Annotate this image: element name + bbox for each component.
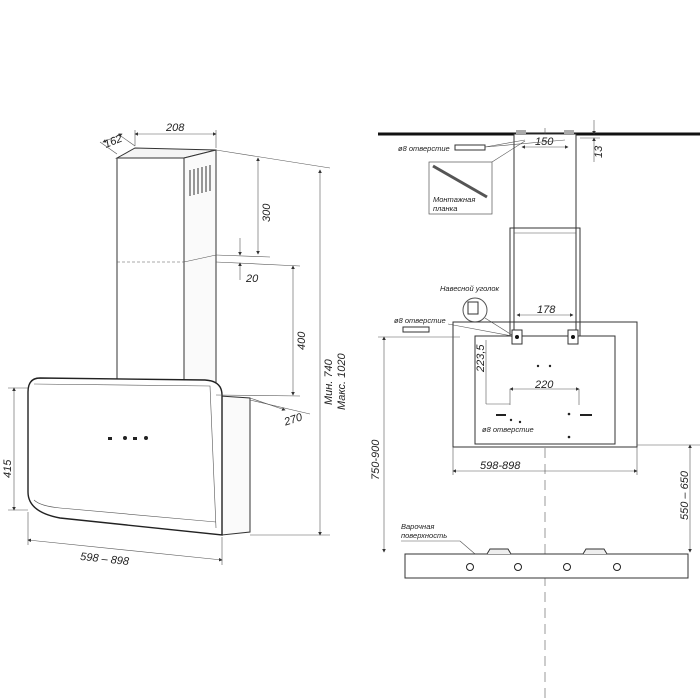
cooktop-knobs [466, 563, 621, 571]
dim-270: 270 [282, 411, 305, 429]
dim-550-650: 550 – 650 [679, 470, 691, 520]
vent-slots [189, 165, 211, 196]
dim-220: 220 [534, 379, 554, 391]
dim-min-740: Мин. 740 [323, 358, 335, 405]
label-hole-mid: ø8 отверстие [394, 316, 446, 325]
dim-400: 400 [296, 331, 308, 350]
dim-223-5: 223,5 [475, 344, 487, 373]
dim-300: 300 [261, 203, 273, 222]
left-hood-perspective: 162 208 300 20 400 270 Мин. 740 Макс. 10… [2, 122, 348, 568]
chimney-upper [513, 133, 577, 345]
control-panel [108, 436, 148, 440]
label-cooktop-2: поверхность [401, 531, 447, 540]
dim-415: 415 [2, 459, 14, 478]
label-hanging-bracket: Навесной уголок [440, 284, 499, 293]
chimney-side [183, 149, 217, 401]
chimney-front [116, 157, 185, 399]
cooktop [404, 553, 689, 579]
dim-208: 208 [165, 122, 185, 134]
mount-holes [496, 364, 592, 439]
hood-glass-outline [452, 321, 638, 448]
dim-20: 20 [245, 273, 259, 285]
dim-162: 162 [103, 133, 125, 151]
hood-glass-panel [27, 377, 223, 536]
dim-598-898-right: 598-898 [480, 460, 521, 472]
label-mounting-bar-1: Монтажная [433, 195, 475, 204]
dim-750-900: 750-900 [370, 439, 382, 480]
label-hole-top: ø8 отверстие [398, 144, 450, 153]
dim-598-898-left: 598 – 898 [80, 551, 131, 568]
dim-13: 13 [593, 145, 605, 158]
label-hole-inner: ø8 отверстие [482, 425, 534, 434]
screw-icon [454, 139, 566, 151]
dim-178: 178 [537, 304, 556, 316]
dim-max-1020: Макс. 1020 [336, 353, 348, 410]
label-mounting-bar-2: планка [433, 204, 457, 213]
right-hood-front-view: 150 13 ø8 отверстие Монтажная планка Нав… [370, 120, 700, 700]
label-cooktop-1: Варочная [401, 522, 434, 531]
